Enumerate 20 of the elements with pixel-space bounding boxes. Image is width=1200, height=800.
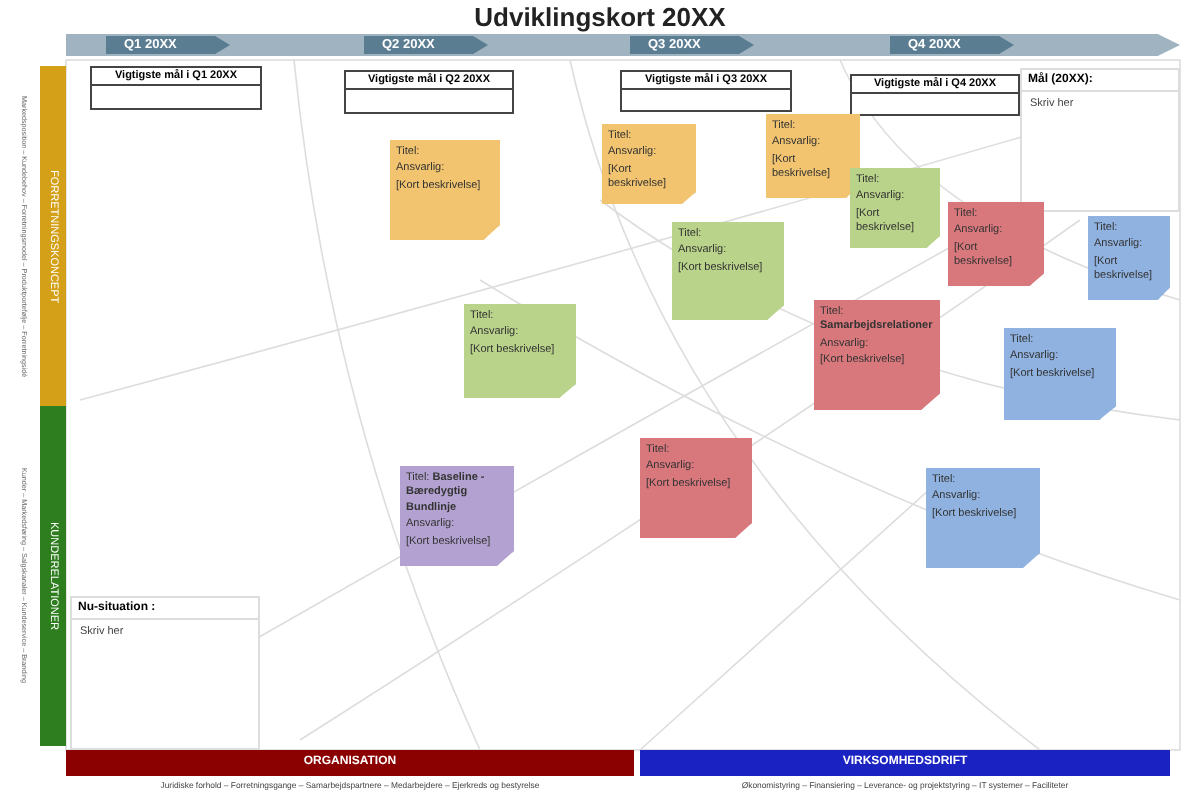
- sticky-note: [766, 114, 860, 198]
- goal-box: [90, 66, 262, 110]
- sticky-note: [850, 168, 940, 248]
- sticky-note: [948, 202, 1044, 286]
- text-panel: [1020, 68, 1180, 212]
- sticky-note: [814, 300, 940, 410]
- sticky-note: [390, 140, 500, 240]
- sticky-note: [1004, 328, 1116, 420]
- sticky-note: [1088, 216, 1170, 300]
- sticky-note: [400, 466, 514, 566]
- goal-box: [850, 74, 1020, 116]
- sticky-note: [672, 222, 784, 320]
- sticky-note: [602, 124, 696, 204]
- goal-box: [344, 70, 514, 114]
- sticky-note: [926, 468, 1040, 568]
- sticky-note: [464, 304, 576, 398]
- goal-box: [620, 70, 792, 112]
- page-title: Udviklingskort 20XX: [472, 2, 728, 32]
- text-panel: [70, 596, 260, 750]
- sticky-note: [640, 438, 752, 538]
